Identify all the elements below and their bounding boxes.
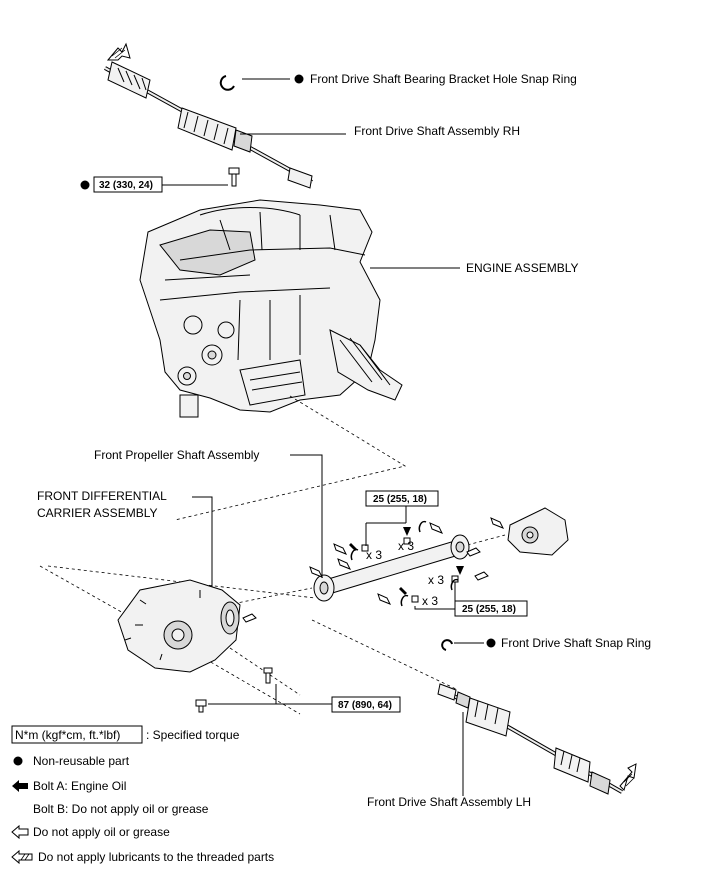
legend: N*m (kgf*cm, ft.*lbf) : Specified torque…	[11, 725, 274, 865]
no-lube-arrow-icon	[11, 849, 33, 865]
drive-shaft-rh	[104, 61, 313, 189]
label-engine: ENGINE ASSEMBLY	[466, 261, 578, 275]
snap-ring-icon	[441, 639, 453, 651]
torque-rh-bolt: 32 (330, 24)	[99, 180, 153, 191]
transfer-flange	[507, 507, 569, 556]
legend-torque-desc: : Specified torque	[146, 728, 240, 742]
drive-shaft-lh	[437, 683, 623, 795]
legend-no-lube: Do not apply lubricants to the threaded …	[38, 850, 274, 864]
no-lube-arrow-icon	[619, 763, 637, 791]
bolt-a-arrow-icon	[12, 780, 28, 792]
bolt-icon	[228, 167, 240, 187]
torque-box-diff	[331, 696, 401, 713]
legend-torque-units: N*m (kgf*cm, ft.*lbf)	[15, 728, 120, 742]
label-drive-shaft-lh: Front Drive Shaft Assembly LH	[367, 795, 531, 809]
label-diff-line1: FRONT DIFFERENTIAL	[37, 489, 167, 503]
non-reusable-dot-icon	[13, 756, 23, 766]
multiplier-1: x 3	[366, 548, 382, 562]
propeller-shaft	[313, 534, 470, 602]
legend-no-oil: Do not apply oil or grease	[33, 825, 170, 839]
torque-flange-front: 25 (255, 18)	[373, 494, 427, 505]
no-oil-arrow-icon	[242, 613, 257, 623]
snap-ring-icon	[219, 75, 235, 91]
torque-flange-rear: 25 (255, 18)	[462, 604, 516, 615]
non-reusable-dot-icon	[294, 74, 304, 84]
engine-assembly	[139, 199, 403, 418]
non-reusable-dot-icon	[486, 638, 496, 648]
bolt-icon	[195, 667, 273, 713]
legend-non-reusable: Non-reusable part	[33, 754, 130, 768]
non-reusable-dot-icon	[80, 180, 90, 190]
label-propeller-shaft: Front Propeller Shaft Assembly	[94, 448, 259, 462]
front-differential-carrier	[117, 579, 241, 673]
legend-torque-box	[11, 725, 143, 744]
multiplier-2: x 3	[398, 539, 414, 553]
no-oil-arrow-icon	[309, 517, 505, 605]
label-drive-shaft-rh: Front Drive Shaft Assembly RH	[354, 124, 520, 138]
legend-bolt-b: Bolt B: Do not apply oil or grease	[33, 802, 209, 816]
torque-diff-bolts: 87 (890, 64)	[338, 700, 392, 711]
legend-bolt-a: Bolt A: Engine Oil	[33, 779, 126, 793]
no-oil-arrow-icon	[11, 824, 29, 840]
no-lube-arrow-icon	[106, 42, 131, 61]
label-drive-snap-ring: Front Drive Shaft Snap Ring	[501, 636, 651, 650]
label-diff-line2: CARRIER ASSEMBLY	[37, 506, 157, 520]
torque-box-flange-front	[365, 490, 439, 507]
multiplier-3: x 3	[428, 573, 444, 587]
label-bracket-snap-ring: Front Drive Shaft Bearing Bracket Hole S…	[310, 72, 577, 86]
multiplier-4: x 3	[422, 594, 438, 608]
snap-ring-icon	[350, 520, 459, 607]
